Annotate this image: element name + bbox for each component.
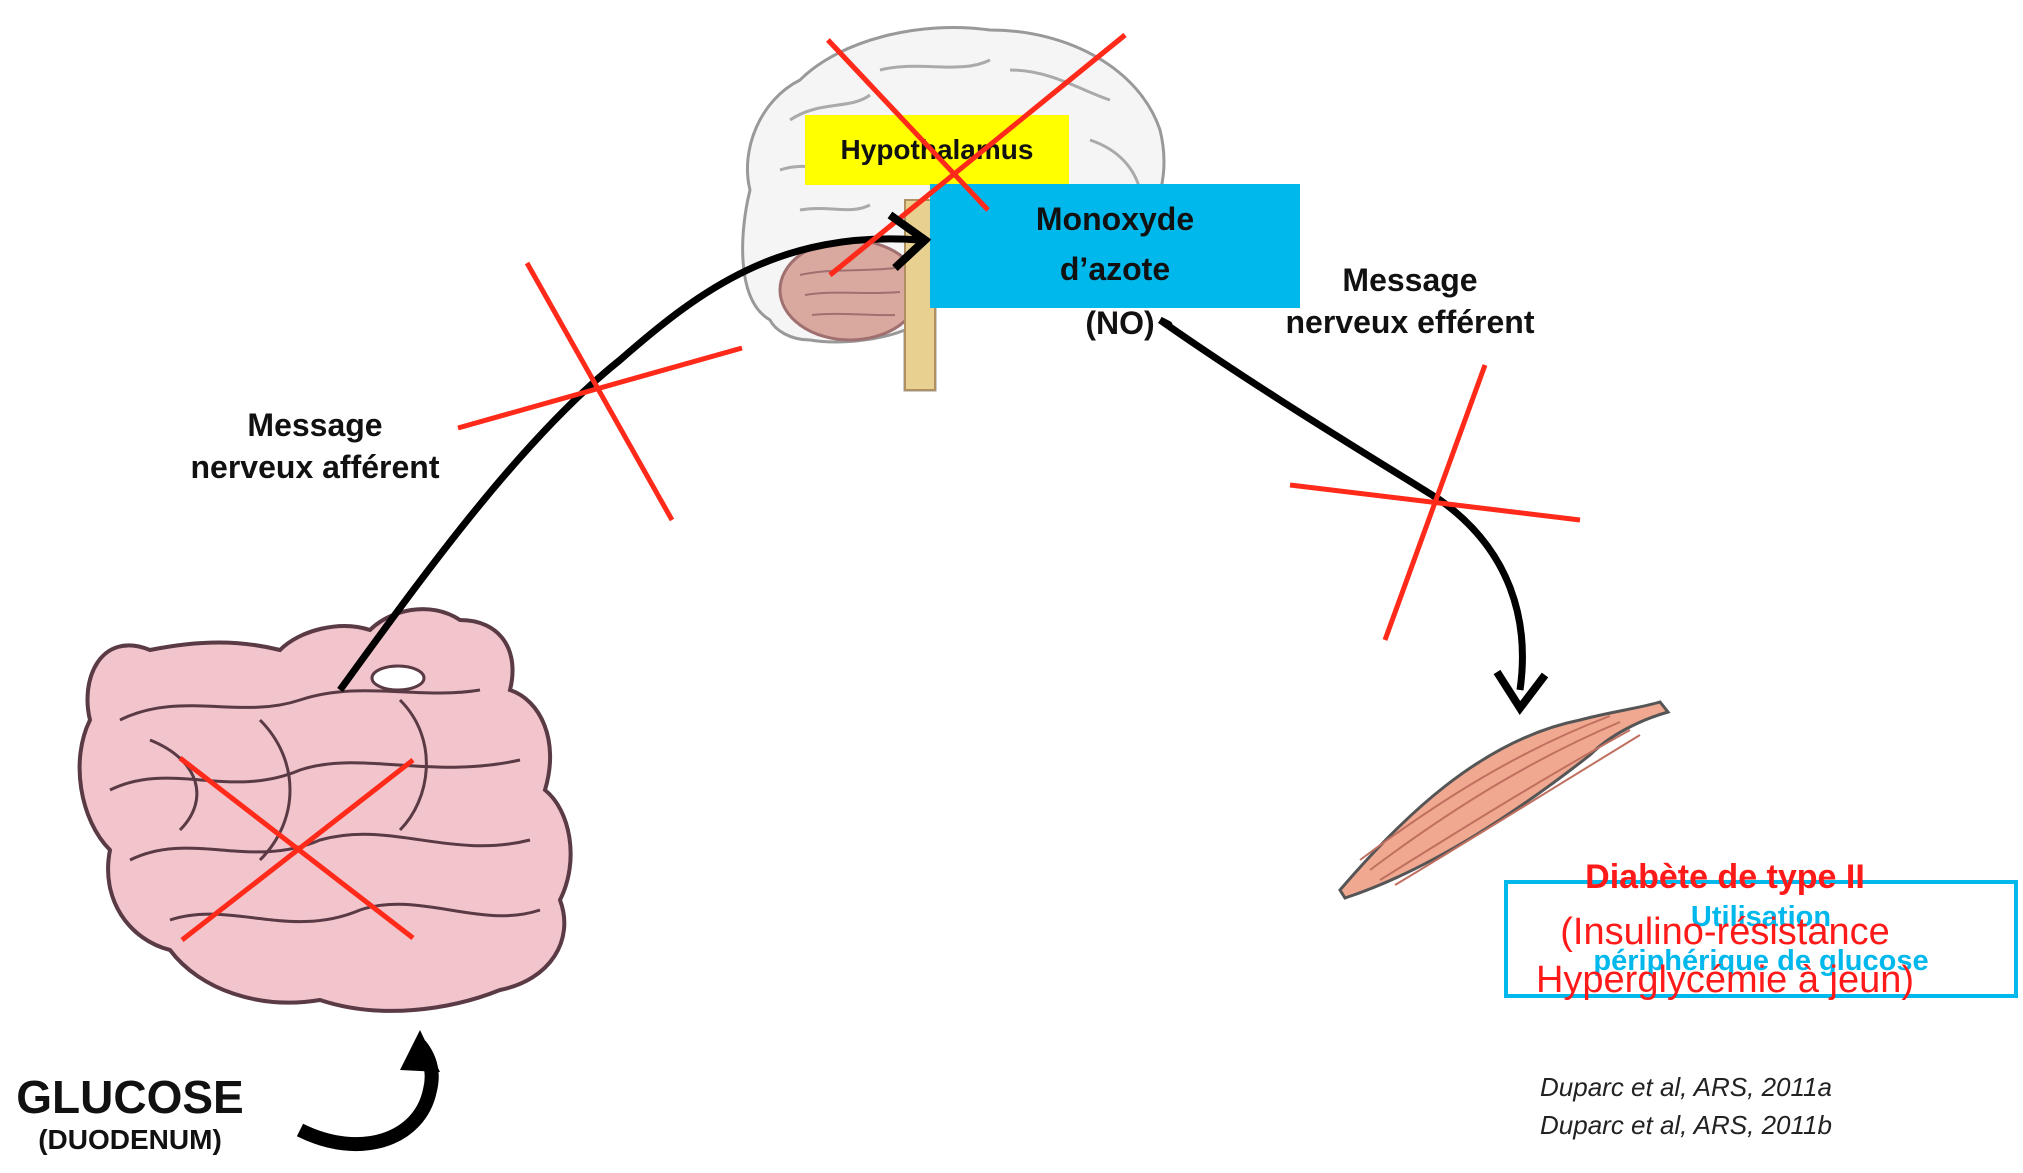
- cross-efferent: [1290, 365, 1580, 640]
- afferent-label-line1: Message: [140, 405, 490, 447]
- diabete-line2: (Insulino-résistance: [1490, 908, 1960, 956]
- hypothalamus-label: Hypothalamus: [805, 115, 1069, 185]
- diabete-title: Diabète de type II: [1490, 858, 1960, 897]
- nitric-oxide-line3: (NO): [1060, 305, 1180, 342]
- afferent-label: Message nerveux afférent: [140, 405, 490, 488]
- glucose-arrowhead: [400, 1030, 440, 1072]
- efferent-label-line1: Message: [1240, 260, 1580, 302]
- efferent-label: Message nerveux efférent: [1240, 260, 1580, 343]
- glucose-label: GLUCOSE (DUODENUM): [0, 1070, 260, 1156]
- intestine-icon: [80, 609, 571, 1011]
- afferent-label-line2: nerveux afférent: [140, 447, 490, 489]
- nitric-oxide-line1: Monoxyde: [930, 194, 1300, 244]
- efferent-label-line2: nerveux efférent: [1240, 302, 1580, 344]
- glucose-title: GLUCOSE: [0, 1070, 260, 1124]
- diabete-line3: Hyperglycémie à jeun): [1490, 956, 1960, 1004]
- reference-2: Duparc et al, ARS, 2011b: [1540, 1110, 1940, 1141]
- reference-1: Duparc et al, ARS, 2011a: [1540, 1072, 1940, 1103]
- duodenum-label: (DUODENUM): [0, 1124, 260, 1156]
- diabete-subtext: (Insulino-résistance Hyperglycémie à jeu…: [1490, 908, 1960, 1004]
